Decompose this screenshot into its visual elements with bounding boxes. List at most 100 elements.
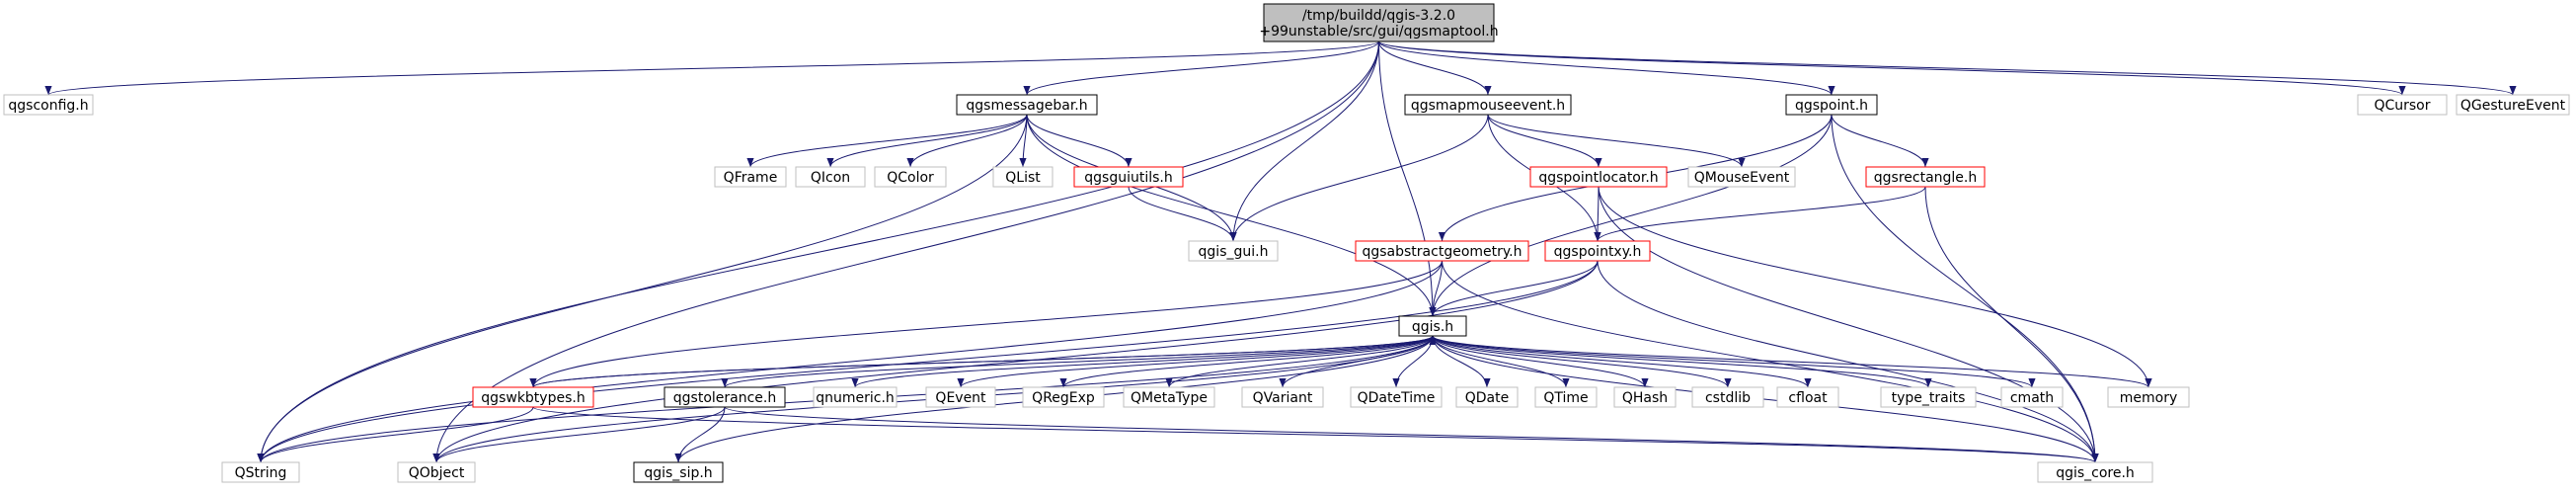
- node-qgis_gui[interactable]: qgis_gui.h: [1188, 240, 1279, 262]
- edge-qgspointxy-to-qgis_core: [1597, 260, 2099, 463]
- node-label: qgstolerance.h: [673, 390, 776, 406]
- node-label: QList: [1005, 170, 1041, 186]
- edge-qgis-to-qregexp: [1059, 335, 1434, 388]
- node-qgswkbtypes[interactable]: qgswkbtypes.h: [472, 386, 594, 408]
- node-qmetatype[interactable]: QMetaType: [1123, 386, 1215, 408]
- node-qcolor[interactable]: QColor: [874, 166, 947, 188]
- node-qhash[interactable]: QHash: [1613, 386, 1677, 408]
- node-label: qnumeric.h: [816, 390, 895, 406]
- node-qgstolerance[interactable]: qgstolerance.h: [664, 386, 786, 408]
- node-qdate[interactable]: QDate: [1455, 386, 1519, 408]
- node-qevent[interactable]: QEvent: [925, 386, 996, 408]
- node-qobject[interactable]: QObject: [397, 461, 476, 483]
- node-qcursor[interactable]: QCursor: [2357, 94, 2448, 116]
- node-qvariant[interactable]: QVariant: [1241, 386, 1324, 408]
- node-box: [1691, 386, 1764, 408]
- node-qgsguiutils[interactable]: qgsguiutils.h: [1073, 166, 1184, 188]
- edge-root-to-qgsmapmouseevent: [1378, 41, 1492, 96]
- edge-qgis-to-qmetatype: [1165, 335, 1434, 388]
- node-box: [1398, 315, 1467, 337]
- edge-qgsabstractgeometry-to-qstring: [257, 260, 1443, 463]
- node-qdatetime[interactable]: QDateTime: [1350, 386, 1443, 408]
- node-box: [2107, 386, 2190, 408]
- edge-qgis-to-cmath: [1432, 335, 2036, 388]
- node-qtime[interactable]: QTime: [1534, 386, 1598, 408]
- node-label: type_traits: [1892, 390, 1966, 406]
- edge-qgsmapmouseevent-to-qmouseevent: [1487, 114, 1746, 168]
- edge-qgis-to-memory: [1432, 335, 2152, 388]
- edge-qgswkbtypes-to-qgis_core: [532, 406, 2099, 463]
- edge-qgis-to-type_traits: [1432, 335, 1932, 388]
- node-qicon[interactable]: QIcon: [795, 166, 866, 188]
- node-label: qgsrectangle.h: [1874, 170, 1977, 186]
- node-qgsrectangle[interactable]: qgsrectangle.h: [1865, 166, 1986, 188]
- node-qgspointxy[interactable]: qgspointxy.h: [1544, 240, 1651, 262]
- nodes-layer: /tmp/buildd/qgis-3.2.0+99unstable/src/gu…: [3, 3, 2570, 483]
- node-cfloat[interactable]: cfloat: [1776, 386, 1839, 408]
- node-qgspointlocator[interactable]: qgspointlocator.h: [1529, 166, 1668, 188]
- node-box: [2037, 461, 2153, 483]
- node-label: +99unstable/src/gui/qgsmaptool.h: [1259, 24, 1498, 40]
- node-qstring[interactable]: QString: [221, 461, 300, 483]
- node-box: [813, 386, 898, 408]
- node-qframe[interactable]: QFrame: [714, 166, 787, 188]
- node-box: [956, 94, 1098, 116]
- node-label: qgis_core.h: [2056, 465, 2135, 481]
- node-label: cstdlib: [1705, 390, 1751, 406]
- node-box: [714, 166, 787, 188]
- node-qgsconfig[interactable]: qgsconfig.h: [3, 94, 94, 116]
- node-label: QIcon: [811, 170, 850, 186]
- edge-qgspointxy-to-qstring: [257, 260, 1599, 463]
- node-label: QMetaType: [1131, 390, 1208, 406]
- node-label: qgsconfig.h: [8, 98, 88, 114]
- node-qgsmapmouseevent[interactable]: qgsmapmouseevent.h: [1404, 94, 1572, 116]
- node-box: [472, 386, 594, 408]
- node-box: [2456, 94, 2570, 116]
- edge-qgsrectangle-to-qgspointxy: [1594, 186, 1926, 242]
- node-box: [1534, 386, 1598, 408]
- node-root[interactable]: /tmp/buildd/qgis-3.2.0+99unstable/src/gu…: [1259, 3, 1499, 42]
- node-box: [1123, 386, 1215, 408]
- node-label: qgis.h: [1412, 319, 1453, 335]
- node-qgsmessagebar[interactable]: qgsmessagebar.h: [956, 94, 1098, 116]
- edge-qgsmessagebar-to-qicon: [826, 114, 1028, 168]
- node-qgis_core[interactable]: qgis_core.h: [2037, 461, 2153, 483]
- edge-qgis-to-qevent: [957, 335, 1434, 388]
- node-box: [874, 166, 947, 188]
- node-qgsabstractgeometry[interactable]: qgsabstractgeometry.h: [1355, 240, 1529, 262]
- node-label: qgspointxy.h: [1554, 244, 1642, 260]
- node-qnumeric[interactable]: qnumeric.h: [813, 386, 898, 408]
- node-qgis_sip[interactable]: qgis_sip.h: [633, 461, 724, 483]
- node-qmouseevent[interactable]: QMouseEvent: [1687, 166, 1796, 188]
- edge-qgsmessagebar-to-qcolor: [906, 114, 1028, 168]
- node-label: memory: [2120, 390, 2178, 406]
- edge-qgsabstractgeometry-to-qgis_core: [1442, 260, 2099, 463]
- node-qregexp[interactable]: QRegExp: [1022, 386, 1105, 408]
- node-label: qgsabstractgeometry.h: [1362, 244, 1522, 260]
- node-label: QDate: [1465, 390, 1509, 406]
- edge-qgsmessagebar-to-qgis: [1026, 114, 1437, 317]
- node-box: [925, 386, 996, 408]
- node-qgspoint[interactable]: qgspoint.h: [1785, 94, 1878, 116]
- node-box: [3, 94, 94, 116]
- edge-qgsmessagebar-to-qstring: [257, 114, 1028, 463]
- node-type_traits[interactable]: type_traits: [1880, 386, 1977, 408]
- node-label: QString: [235, 465, 287, 481]
- edge-root-to-qobject: [432, 41, 1379, 463]
- node-qgis[interactable]: qgis.h: [1398, 315, 1467, 337]
- node-cmath[interactable]: cmath: [2000, 386, 2064, 408]
- node-box: [397, 461, 476, 483]
- node-box: [1865, 166, 1986, 188]
- edge-qgis-to-qgstolerance: [721, 335, 1434, 388]
- node-box: [1880, 386, 1977, 408]
- node-cstdlib[interactable]: cstdlib: [1691, 386, 1764, 408]
- edge-qgspoint-to-qgsrectangle: [1831, 114, 1929, 168]
- edge-qgspointxy-to-qgis: [1429, 260, 1599, 317]
- node-qgestureevent[interactable]: QGestureEvent: [2456, 94, 2570, 116]
- node-box: [1350, 386, 1443, 408]
- edge-qgis-to-qtime: [1432, 335, 1570, 388]
- node-qlist[interactable]: QList: [992, 166, 1054, 188]
- node-memory[interactable]: memory: [2107, 386, 2190, 408]
- node-box: [795, 166, 866, 188]
